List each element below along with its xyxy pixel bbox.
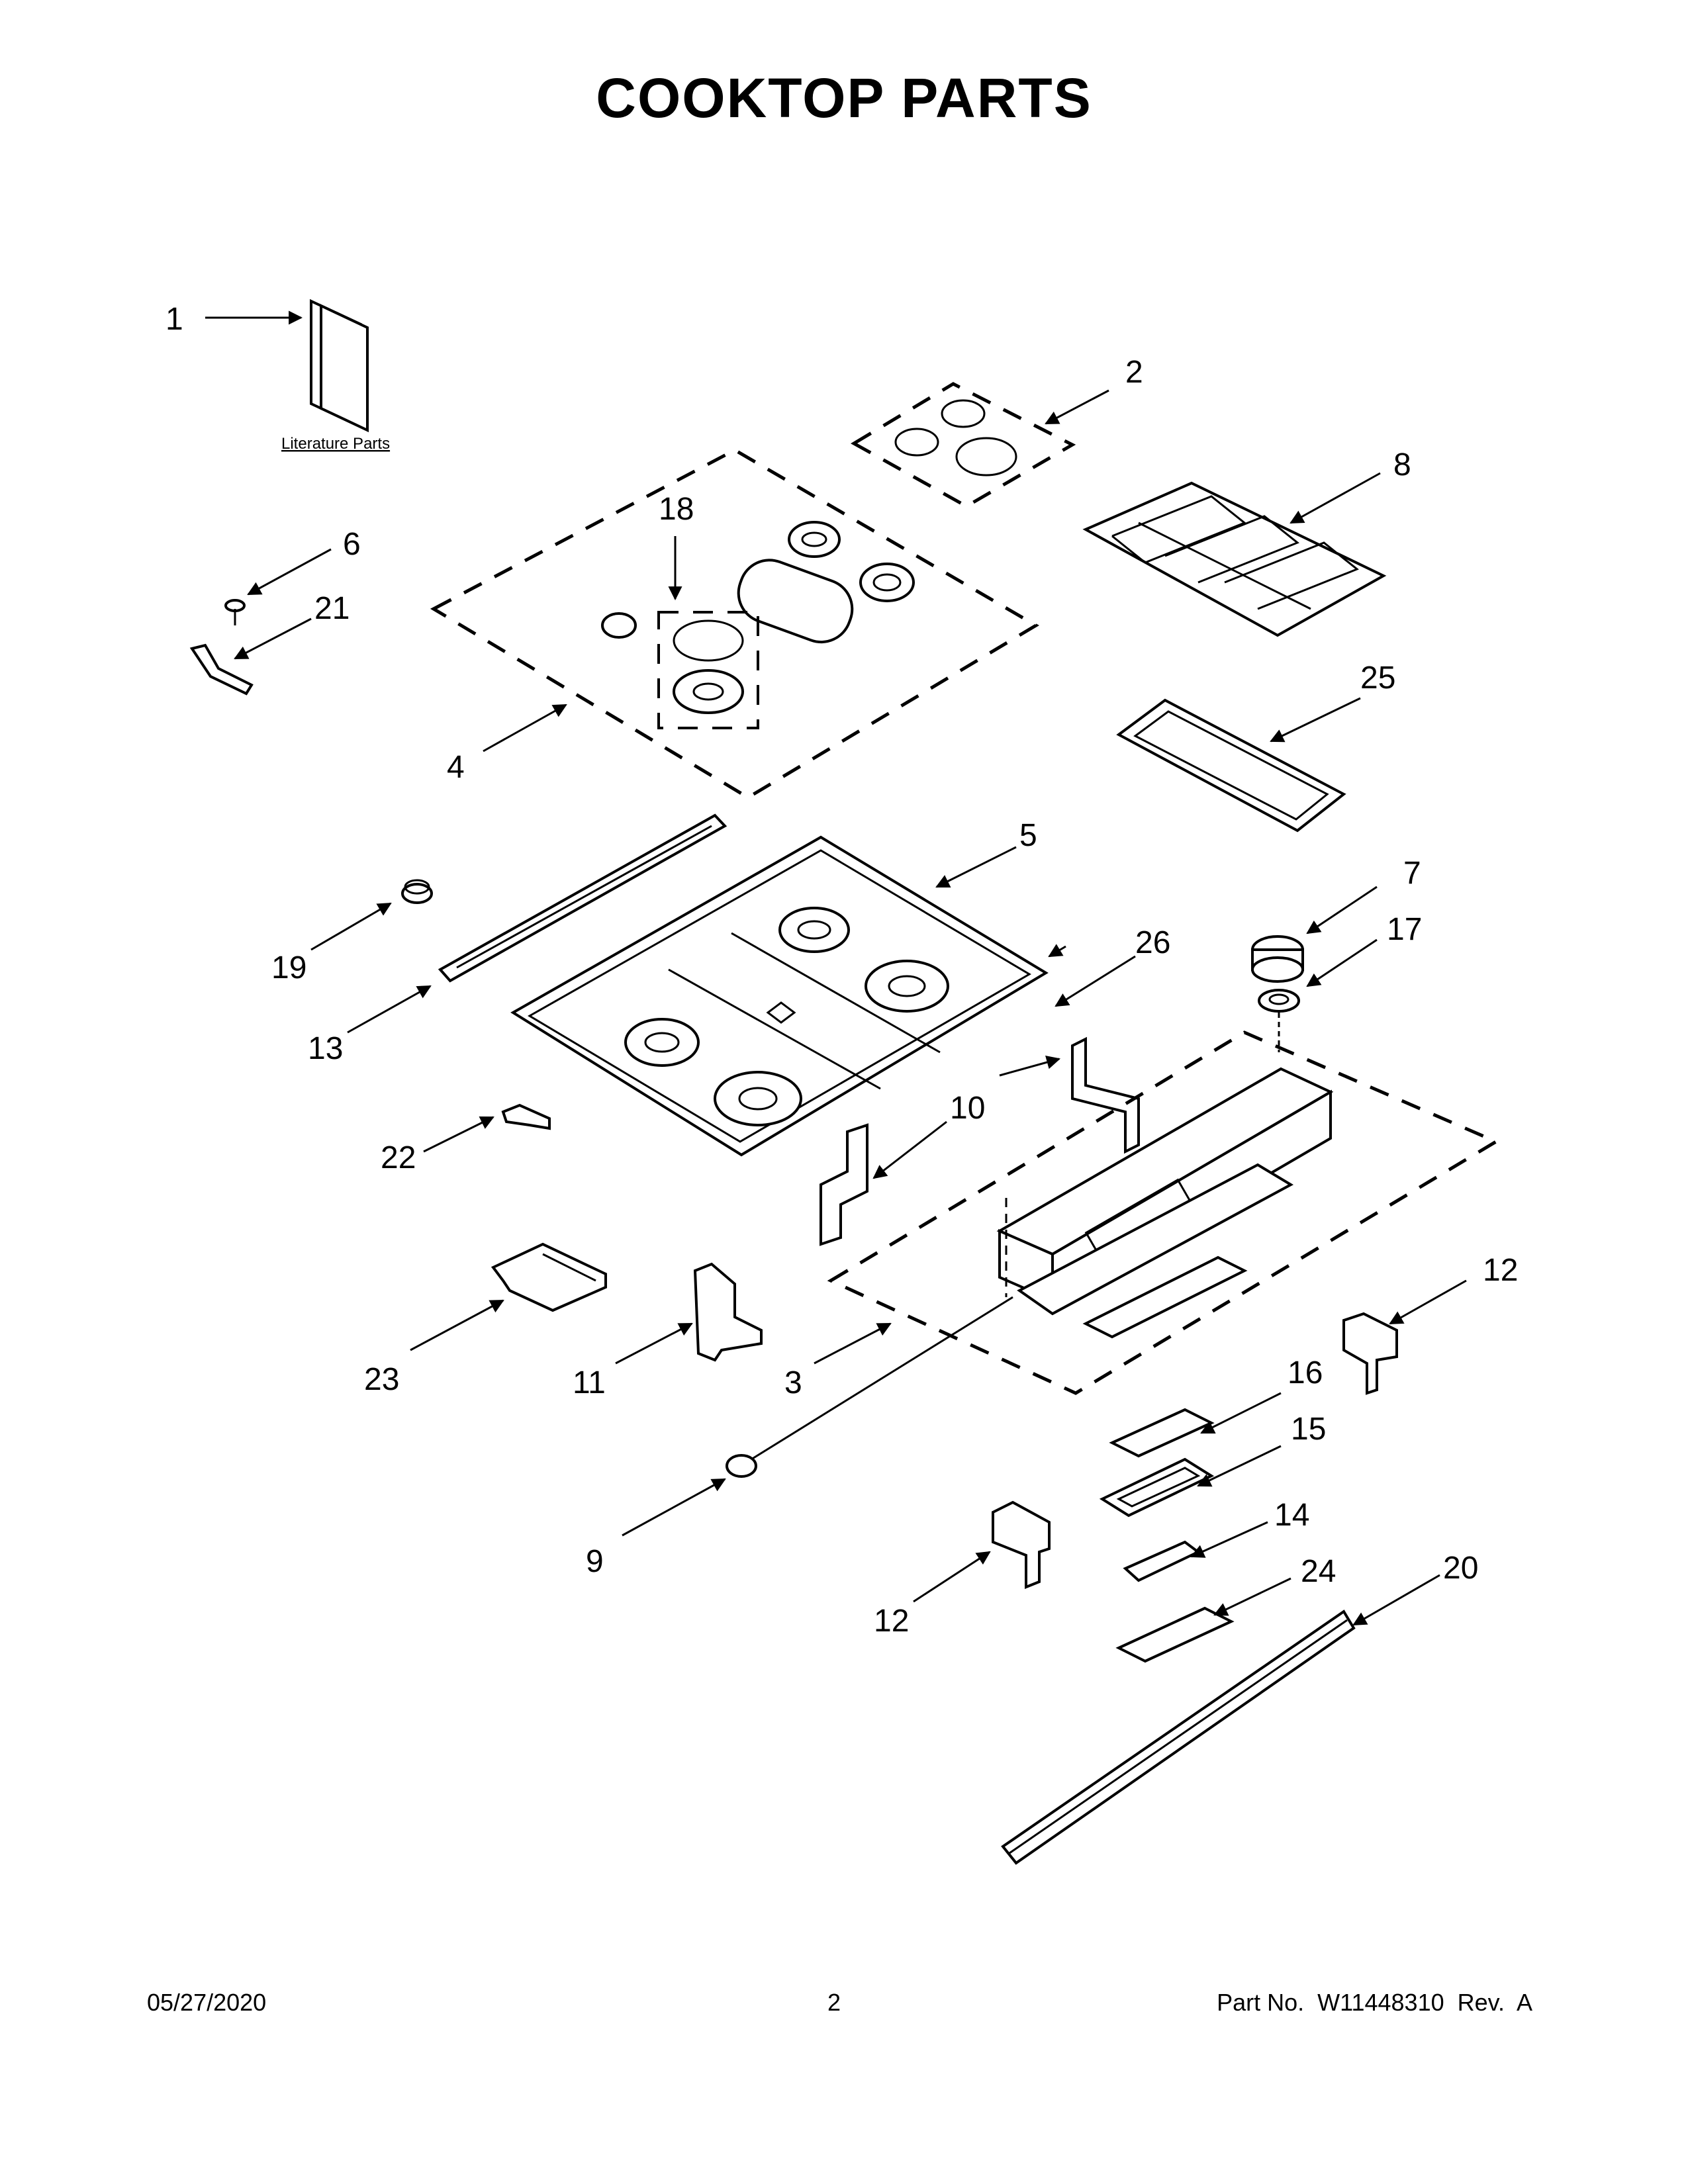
callout-24: 24 <box>1301 1554 1336 1589</box>
part-23-cover <box>491 1242 607 1312</box>
callout-16: 16 <box>1288 1355 1323 1390</box>
part-14-module <box>1123 1540 1201 1582</box>
part-2-burner-caps <box>851 382 1076 508</box>
part-4-burner-kit <box>430 448 1039 799</box>
callout-17: 17 <box>1387 912 1422 947</box>
part-17-bezel <box>1258 989 1300 1052</box>
callout-18: 18 <box>659 492 694 527</box>
callout-21: 21 <box>314 591 350 626</box>
callout-3: 3 <box>784 1365 802 1400</box>
literature-parts-label: Literature Parts <box>281 435 390 453</box>
callout-20: 20 <box>1443 1551 1478 1586</box>
callout-14: 14 <box>1274 1498 1309 1533</box>
callout-11: 11 <box>573 1365 606 1400</box>
part-25-griddle <box>1116 698 1346 833</box>
callout-9: 9 <box>586 1544 604 1579</box>
callout-6: 6 <box>343 527 361 562</box>
callout-26: 26 <box>1135 925 1170 960</box>
part-26-bracket <box>1071 1036 1140 1154</box>
footer-page-number: 2 <box>827 1989 841 2016</box>
callout-7: 7 <box>1403 856 1421 891</box>
callout-10: 10 <box>950 1091 985 1126</box>
callout-8: 8 <box>1393 447 1411 482</box>
part-22-bracket <box>501 1103 551 1130</box>
callout-22: 22 <box>381 1140 416 1175</box>
callout-12-upper: 12 <box>1483 1253 1518 1288</box>
part-1-literature: Literature Parts <box>281 298 390 453</box>
part-20-rail <box>1001 1610 1356 1865</box>
callout-12-lower: 12 <box>874 1604 909 1639</box>
callout-15: 15 <box>1291 1412 1326 1447</box>
part-5-cooktop <box>510 835 1049 1157</box>
leader-lines <box>205 310 1467 1626</box>
part-7-knob <box>1251 935 1304 983</box>
callout-labels: 1 2 3 4 5 6 7 8 9 10 11 12 12 13 14 15 1… <box>165 302 1518 1639</box>
part-12-switch-lower <box>992 1500 1051 1589</box>
part-9-igniter <box>726 1296 1013 1478</box>
part-10-bracket <box>820 1123 868 1246</box>
callout-1: 1 <box>165 302 183 337</box>
callout-19: 19 <box>271 950 306 985</box>
footer-date: 05/27/2020 <box>147 1989 267 2016</box>
callout-5: 5 <box>1019 818 1037 853</box>
part-24-plate <box>1115 1606 1235 1663</box>
callout-23: 23 <box>364 1362 399 1397</box>
part-19-foot <box>401 879 433 904</box>
part-15-board <box>1099 1457 1215 1518</box>
part-8-grate <box>1082 481 1387 637</box>
callout-13: 13 <box>308 1031 343 1066</box>
callout-25: 25 <box>1360 660 1395 696</box>
part-3-housing <box>827 1030 1500 1395</box>
part-6-screw <box>224 599 246 625</box>
callout-4: 4 <box>447 750 465 785</box>
callout-2: 2 <box>1125 355 1143 390</box>
part-11-bracket <box>693 1262 763 1362</box>
part-13-trim <box>438 813 727 983</box>
footer-part-number: Part No. W11448310 Rev. A <box>1217 1989 1532 2016</box>
part-12-switch-upper <box>1342 1312 1398 1395</box>
page-title: COOKTOP PARTS <box>596 67 1092 129</box>
part-21-bracket <box>189 643 254 696</box>
part-16-cover <box>1109 1408 1215 1458</box>
